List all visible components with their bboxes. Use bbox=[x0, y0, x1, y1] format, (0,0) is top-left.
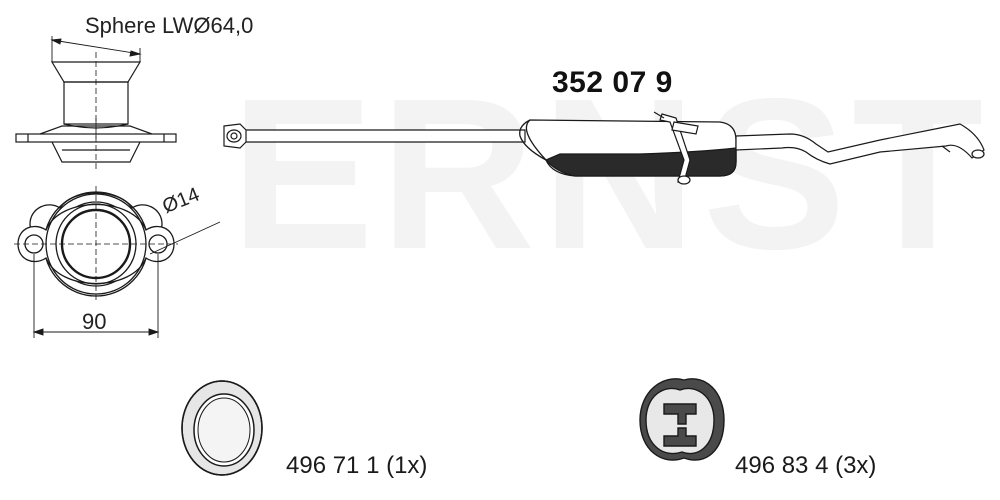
flange-pipe-side-view bbox=[50, 52, 142, 140]
flange-front-outline bbox=[14, 186, 178, 300]
exhaust-muffler bbox=[519, 119, 737, 177]
sealing-ring-icon bbox=[181, 380, 263, 476]
accessory-label-rubber-hanger: 496 83 4 (3x) bbox=[735, 452, 877, 479]
part-number: 352 07 9 bbox=[552, 66, 673, 99]
sphere-dimension-line bbox=[50, 36, 142, 62]
accessory-label-sealing-ring: 496 71 1 (1x) bbox=[286, 452, 428, 479]
hole-diameter-leader bbox=[149, 221, 221, 255]
flange-plate-side-view bbox=[15, 118, 177, 172]
muffler-clamp-bracket bbox=[653, 111, 699, 185]
width-dimension-line bbox=[32, 254, 160, 338]
rubber-hanger-icon bbox=[639, 378, 725, 461]
sphere-label: Sphere LWØ64,0 bbox=[85, 13, 254, 38]
flange-width-label: 90 bbox=[82, 309, 107, 334]
exhaust-front-pipe bbox=[223, 123, 526, 149]
exhaust-tail-pipe bbox=[735, 123, 985, 165]
